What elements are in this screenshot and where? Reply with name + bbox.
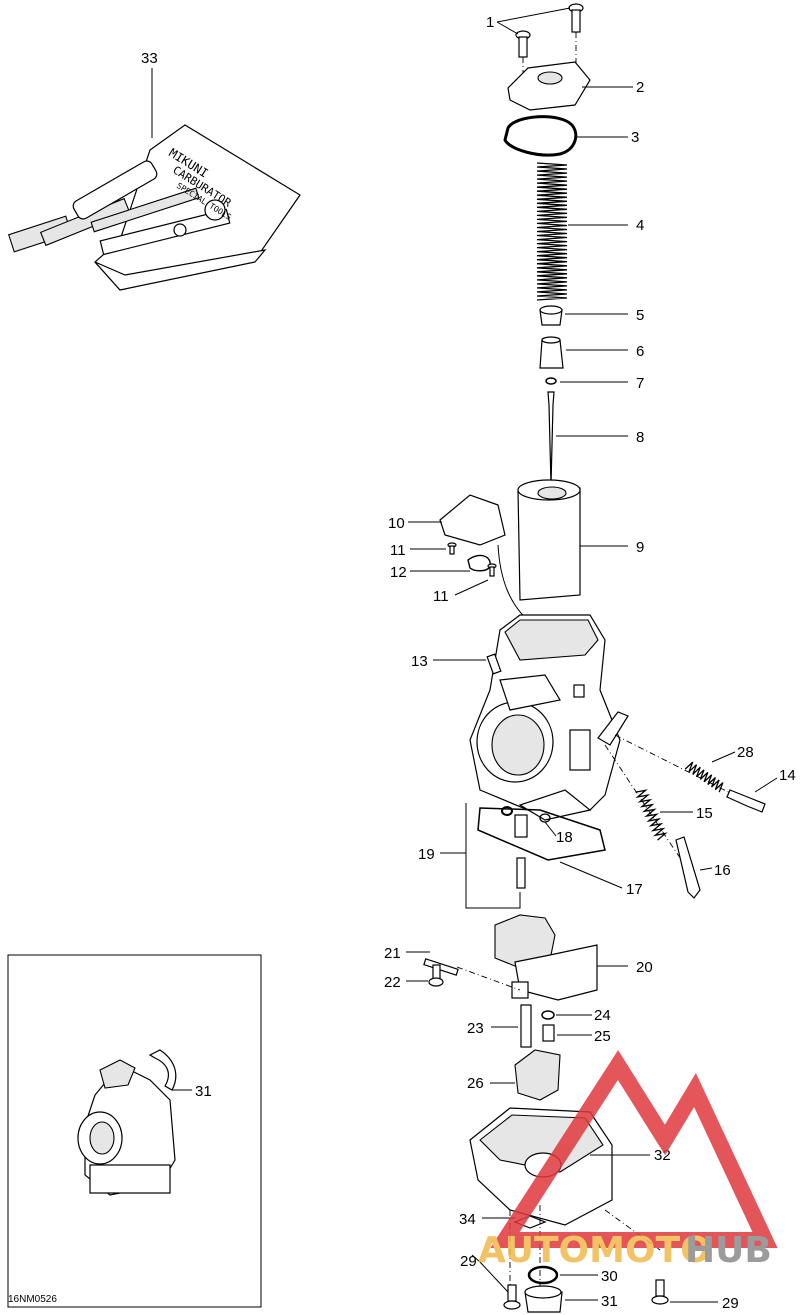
float-bowl <box>469 1107 613 1226</box>
callout-28: 28 <box>737 744 754 761</box>
bowl-screw-left <box>503 1284 521 1310</box>
callout-29b: 29 <box>722 1295 739 1312</box>
callout-18: 17 <box>626 881 643 898</box>
watermark-text-2: HUB <box>685 1230 772 1271</box>
callout-12: 12 <box>390 564 407 581</box>
tool-kit-illustration: MIKUNI CARBURATOR SPECIAL TOOLS <box>7 124 301 291</box>
throttle-spring <box>536 162 568 301</box>
callout-4: 4 <box>636 217 644 234</box>
callout-15: 14 <box>779 767 796 784</box>
callout-32: 31 <box>195 1083 212 1100</box>
callout-5: 5 <box>636 307 644 324</box>
drawing-code: 16NM0526 <box>8 1294 57 1305</box>
callout-25: 24 <box>594 1007 611 1024</box>
callout-21: 20 <box>636 959 653 976</box>
needle-valve-seat <box>514 814 528 838</box>
inset-carburetor <box>77 1049 177 1196</box>
idle-adjust-screw <box>726 789 766 813</box>
float-assembly <box>494 914 598 1001</box>
callout-33: 34 <box>459 1211 476 1228</box>
callout-1: 1 <box>486 14 494 31</box>
callout-27: 26 <box>467 1075 484 1092</box>
callout-10: 10 <box>388 515 405 532</box>
float-pin <box>423 958 459 976</box>
needle-jet <box>520 1004 532 1048</box>
watermark-mountain-icon <box>490 1050 778 1248</box>
e-clip <box>545 377 557 385</box>
slide-plate <box>439 494 506 546</box>
bowl-screw-right <box>651 1279 669 1305</box>
callout-2: 2 <box>636 79 644 96</box>
main-jet <box>542 1024 555 1042</box>
float-bowl-baffle <box>514 1049 561 1101</box>
callout-29a: 29 <box>460 1253 477 1270</box>
callout-11b: 11 <box>433 588 449 605</box>
inset-frame <box>7 954 262 1308</box>
callout-6: 6 <box>636 343 644 360</box>
small-screw-11b <box>487 563 497 577</box>
callout-30: 30 <box>601 1268 618 1285</box>
top-cap <box>507 61 591 111</box>
callout-26: 25 <box>594 1028 611 1045</box>
needle-valve <box>516 857 526 889</box>
callout-31: 31 <box>601 1293 618 1310</box>
callout-3: 3 <box>631 129 639 146</box>
callout-11a: 11 <box>390 542 406 559</box>
plate-retainer <box>467 554 491 572</box>
callout-17: 16 <box>714 862 731 879</box>
cap-gasket <box>503 115 578 157</box>
float-pin-screw <box>428 964 444 987</box>
needle-valve-oring <box>501 806 513 816</box>
callout-24: 23 <box>467 1020 484 1037</box>
callout-9: 9 <box>636 539 644 556</box>
pilot-air-screw <box>486 653 502 675</box>
callout-19: 18 <box>556 829 573 846</box>
drain-plug-oring <box>527 1265 559 1285</box>
throttle-slide <box>517 487 581 601</box>
callout-23: 22 <box>384 974 401 991</box>
callout-22: 21 <box>384 945 401 962</box>
small-screw-11a <box>447 542 457 555</box>
callout-20: 19 <box>418 846 435 863</box>
callout-16: 15 <box>696 805 713 822</box>
callout-8: 8 <box>636 429 644 446</box>
callout-7: 7 <box>636 375 644 392</box>
throttle-stop-screw <box>675 836 701 899</box>
watermark-logo: AUTOMOTO HUB <box>478 1050 778 1271</box>
needle-clip-holder <box>539 339 564 369</box>
callout-13: 13 <box>411 653 428 670</box>
idle-spring <box>684 761 724 793</box>
watermark-text-1: AUTOMOTO <box>478 1230 711 1271</box>
throttle-stop-spring <box>635 789 668 841</box>
carburetor-body <box>469 614 629 821</box>
float-bowl-gasket <box>477 807 606 861</box>
jet-needle <box>547 391 555 486</box>
jet-washer <box>541 1010 555 1020</box>
callout-34: 33 <box>141 50 158 67</box>
